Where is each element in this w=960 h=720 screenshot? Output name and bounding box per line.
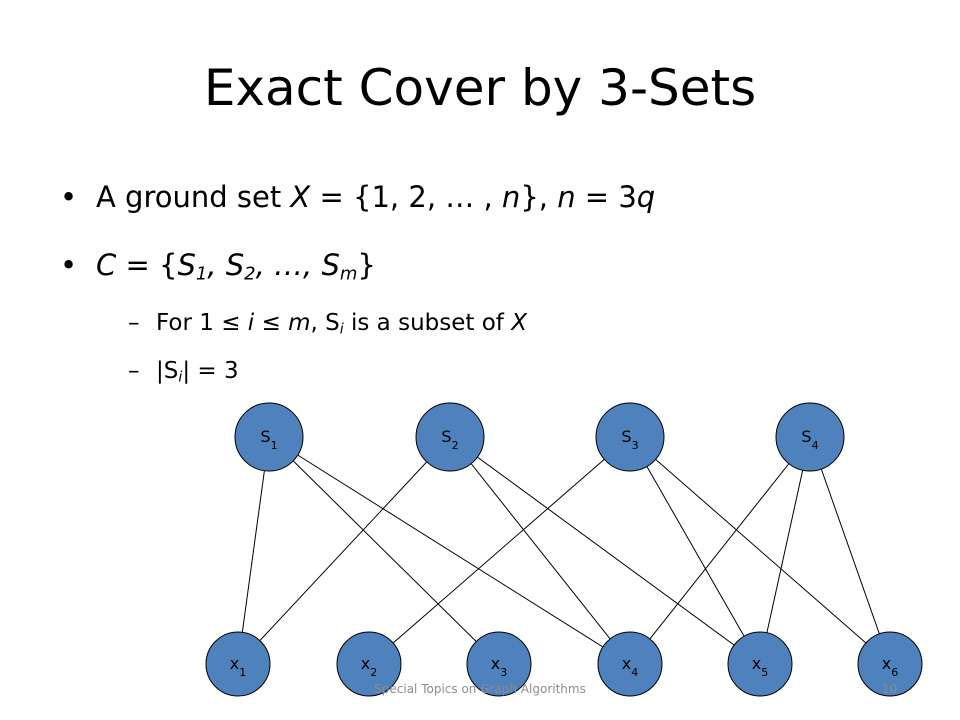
edge-s4-x6 (809, 436, 891, 665)
edge-s4-x5 (759, 436, 811, 665)
set-node-label: S2 (441, 427, 458, 452)
sub-bullet-dash-icon: – (128, 358, 140, 384)
set-node-circle (595, 402, 665, 472)
bullet-collection-text: C = {S1, S2, …, Sm} (96, 248, 376, 285)
bullet-ground-set-text: A ground set X = {1, 2, … , n}, n = 3q (96, 180, 656, 214)
edge-s2-x5 (449, 436, 761, 665)
bullet-dot-icon: • (60, 180, 78, 214)
element-node-circle (205, 631, 271, 697)
page-number: 10 (882, 682, 898, 696)
element-node-x2: x2 (336, 631, 402, 697)
set-node-s2: S2 (415, 402, 485, 472)
element-node-label: x5 (752, 654, 768, 679)
edge-s2-x4 (449, 436, 631, 665)
element-node-label: x4 (622, 654, 638, 679)
edge-s3-x6 (629, 436, 891, 665)
element-node-circle (857, 631, 923, 697)
element-node-circle (466, 631, 532, 697)
set-node-circle (415, 402, 485, 472)
sub-bullet-subset-text: For 1 ≤ i ≤ m, Si is a subset of X (156, 310, 527, 338)
set-node-circle (775, 402, 845, 472)
bullet-dot-icon: • (60, 248, 78, 282)
footer-text: Special Topics on Graph Algorithms (374, 682, 586, 696)
element-node-circle (727, 631, 793, 697)
sub-bullet-dash-icon: – (128, 310, 140, 336)
edge-s1-x4 (268, 436, 631, 665)
set-node-s1: S1 (234, 402, 304, 472)
set-node-s4: S4 (775, 402, 845, 472)
element-node-label: x2 (361, 654, 377, 679)
element-node-label: x1 (230, 654, 246, 679)
element-node-circle (336, 631, 402, 697)
element-node-label: x6 (882, 654, 898, 679)
edge-s3-x5 (629, 436, 761, 665)
element-node-x4: x4 (597, 631, 663, 697)
element-node-x6: x6 (857, 631, 923, 697)
sub-bullet-size-text: |Si| = 3 (156, 358, 239, 386)
edge-s3-x2 (368, 436, 631, 665)
slide-title: Exact Cover by 3-Sets (203, 59, 757, 117)
element-node-x5: x5 (727, 631, 793, 697)
edge-s4-x4 (629, 436, 811, 665)
edge-s1-x1 (237, 436, 270, 665)
set-node-s3: S3 (595, 402, 665, 472)
element-node-label: x3 (491, 654, 507, 679)
set-node-label: S1 (260, 427, 277, 452)
set-node-label: S3 (621, 427, 638, 452)
element-node-x1: x1 (205, 631, 271, 697)
element-node-circle (597, 631, 663, 697)
set-node-circle (234, 402, 304, 472)
edge-s2-x1 (237, 436, 451, 665)
element-node-x3: x3 (466, 631, 532, 697)
set-node-label: S4 (801, 427, 818, 452)
edge-s1-x3 (268, 436, 500, 665)
